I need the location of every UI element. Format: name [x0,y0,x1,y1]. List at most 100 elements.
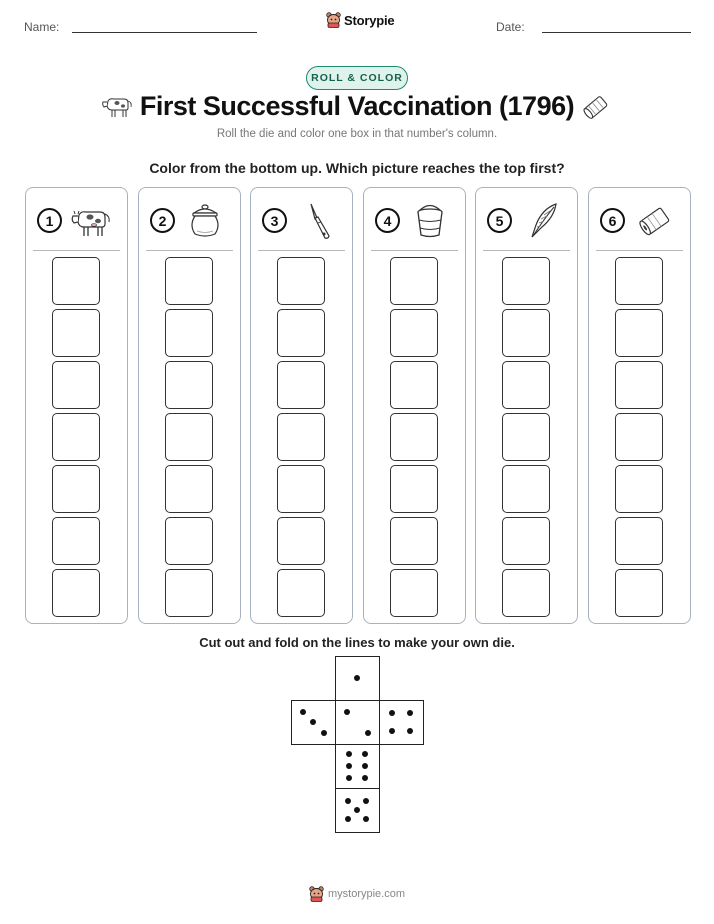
color-box[interactable] [615,569,663,617]
color-box[interactable] [277,257,325,305]
color-box[interactable] [390,569,438,617]
column-divider [371,250,458,251]
coloring-instruction: Color from the bottom up. Which picture … [149,160,565,176]
color-box[interactable] [502,309,550,357]
color-box[interactable] [52,257,100,305]
color-box[interactable] [615,465,663,513]
die-pip [345,774,352,781]
color-box[interactable] [52,361,100,409]
die-pip [407,728,414,735]
color-box[interactable] [390,413,438,461]
color-box[interactable] [390,465,438,513]
column-divider [596,250,683,251]
color-box[interactable] [502,361,550,409]
color-box[interactable] [52,309,100,357]
color-box[interactable] [390,517,438,565]
color-box[interactable] [615,361,663,409]
footer-url: mystorypie.com [328,888,406,900]
color-box[interactable] [615,517,663,565]
column-header: 1 [26,188,127,251]
color-box[interactable] [165,517,213,565]
color-box[interactable] [502,257,550,305]
column-header: 3 [251,188,352,251]
color-box[interactable] [390,361,438,409]
brand-logo: Storypie [326,12,395,28]
die-face-3 [291,700,336,745]
color-box[interactable] [52,517,100,565]
color-box[interactable] [615,309,663,357]
color-box[interactable] [390,257,438,305]
color-box[interactable] [277,517,325,565]
column-divider [146,250,233,251]
column-number: 2 [150,208,175,233]
date-label: Date: [496,20,525,34]
die-pip [343,708,350,715]
cut-instruction: Cut out and fold on the lines to make yo… [199,635,515,650]
column-header: 2 [139,188,240,251]
column-header: 4 [364,188,465,251]
color-box[interactable] [615,413,663,461]
color-box[interactable] [502,413,550,461]
roll-column-6: 6 [588,187,691,624]
date-line[interactable] [542,32,691,33]
color-box[interactable] [615,257,663,305]
die-pip [320,729,327,736]
scroll-icon [583,96,608,119]
column-number: 4 [375,208,400,233]
color-box[interactable] [502,517,550,565]
color-box[interactable] [165,257,213,305]
die-face-1 [335,656,380,701]
color-box[interactable] [277,569,325,617]
die-pip [345,763,352,769]
roll-column-1: 1 [25,187,128,624]
die-pip [407,709,414,716]
quill-icon [531,203,557,238]
roll-column-2: 2 [138,187,241,624]
die-pip [299,708,306,715]
color-box[interactable] [390,309,438,357]
die-pip [310,719,316,725]
die-face-4 [379,700,424,745]
roll-column-5: 5 [475,187,578,624]
column-number: 6 [600,208,625,233]
die-pip [362,751,369,758]
color-box[interactable] [52,413,100,461]
die-pip [354,675,360,681]
milk-pail-icon [417,204,443,238]
die-pip [362,763,369,769]
column-divider [33,250,120,251]
storypie-mascot-icon [309,886,324,902]
die-face-2 [335,700,380,745]
color-box[interactable] [277,465,325,513]
die-face-6 [335,744,380,789]
column-number: 1 [37,208,62,233]
color-box[interactable] [52,569,100,617]
color-box[interactable] [165,465,213,513]
color-box[interactable] [165,413,213,461]
color-box[interactable] [277,413,325,461]
color-box[interactable] [165,309,213,357]
column-header: 6 [589,188,690,251]
storypie-mascot-icon [326,12,341,28]
die-pip [363,816,370,823]
color-box[interactable] [277,361,325,409]
color-box[interactable] [277,309,325,357]
color-box[interactable] [165,361,213,409]
die-pip [363,797,370,804]
color-box[interactable] [502,569,550,617]
page-title: First Successful Vaccination (1796) [139,91,575,121]
color-box[interactable] [52,465,100,513]
column-number: 3 [262,208,287,233]
color-box[interactable] [165,569,213,617]
cow-icon [102,98,132,117]
color-box[interactable] [502,465,550,513]
name-line[interactable] [72,32,257,33]
column-divider [483,250,570,251]
brand-name: Storypie [344,12,395,28]
die-pip [354,807,360,813]
jar-icon [191,204,219,237]
die-pip [364,729,371,736]
die-pip [388,728,395,735]
die-pip [344,816,351,823]
column-divider [258,250,345,251]
